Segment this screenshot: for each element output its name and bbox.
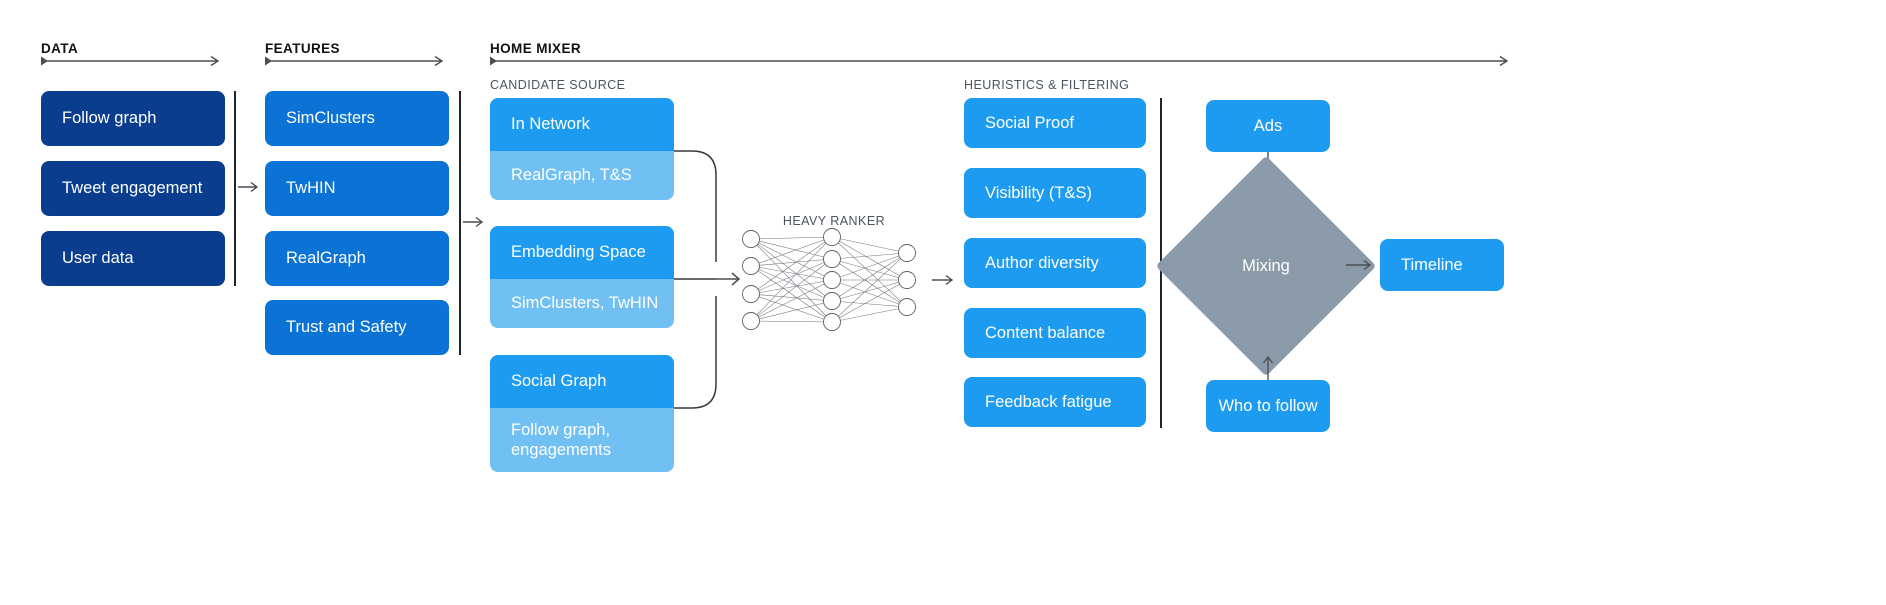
section-label-heavy-ranker: HEAVY RANKER bbox=[782, 214, 886, 228]
mixing-input-who-to-follow[interactable]: Who to follow bbox=[1206, 380, 1330, 432]
stage-rule-data bbox=[41, 54, 225, 68]
stage-rule-home-mixer bbox=[490, 54, 1514, 68]
feature-box-label: TwHIN bbox=[286, 179, 336, 198]
heuristic-box-visibility[interactable]: Visibility (T&S) bbox=[964, 168, 1146, 218]
candidate-source-title: Social Graph bbox=[490, 355, 674, 408]
arrow-ranker-to-heuristics bbox=[932, 273, 958, 287]
ads-label: Ads bbox=[1253, 116, 1283, 135]
who-to-follow-label: Who to follow bbox=[1218, 396, 1318, 415]
data-box-label: Tweet engagement bbox=[62, 179, 203, 198]
output-box-timeline[interactable]: Timeline bbox=[1380, 239, 1504, 291]
arrow-data-to-features bbox=[238, 180, 262, 194]
candidate-source-card-embedding-space[interactable]: Embedding Space SimClusters, TwHIN bbox=[490, 226, 674, 328]
divider-features-mixer bbox=[459, 91, 461, 355]
connector-candidate-sources-to-ranker bbox=[674, 140, 744, 430]
feature-box-twhin[interactable]: TwHIN bbox=[265, 161, 449, 216]
candidate-source-title: Embedding Space bbox=[490, 226, 674, 279]
candidate-source-detail: SimClusters, TwHIN bbox=[490, 279, 674, 328]
section-label-heuristics: HEURISTICS & FILTERING bbox=[964, 78, 1130, 92]
candidate-source-card-social-graph[interactable]: Social Graph Follow graph, engagements bbox=[490, 355, 674, 472]
mixing-node[interactable]: Mixing bbox=[1155, 155, 1377, 377]
data-box-user-data[interactable]: User data bbox=[41, 231, 225, 286]
candidate-source-detail: Follow graph, engagements bbox=[490, 408, 674, 472]
data-box-label: User data bbox=[62, 249, 134, 268]
arrow-mixing-to-timeline bbox=[1346, 258, 1376, 272]
candidate-source-detail: RealGraph, T&S bbox=[490, 151, 674, 200]
heuristic-box-label: Visibility (T&S) bbox=[985, 183, 1092, 202]
heuristic-box-author-diversity[interactable]: Author diversity bbox=[964, 238, 1146, 288]
candidate-source-title: In Network bbox=[490, 98, 674, 151]
heuristic-box-label: Feedback fatigue bbox=[985, 392, 1112, 411]
heuristic-box-feedback-fatigue[interactable]: Feedback fatigue bbox=[964, 377, 1146, 427]
timeline-label: Timeline bbox=[1401, 255, 1463, 274]
feature-box-label: SimClusters bbox=[286, 109, 375, 128]
stage-title-features: FEATURES bbox=[265, 41, 340, 56]
arrow-who-to-follow-to-mixing bbox=[1261, 352, 1275, 382]
data-box-follow-graph[interactable]: Follow graph bbox=[41, 91, 225, 146]
data-box-tweet-engagement[interactable]: Tweet engagement bbox=[41, 161, 225, 216]
heuristic-box-label: Author diversity bbox=[985, 253, 1099, 272]
feature-box-label: RealGraph bbox=[286, 249, 366, 268]
section-label-candidate-source: CANDIDATE SOURCE bbox=[490, 78, 626, 92]
heuristic-box-social-proof[interactable]: Social Proof bbox=[964, 98, 1146, 148]
stage-title-data: DATA bbox=[41, 41, 79, 56]
heuristic-box-content-balance[interactable]: Content balance bbox=[964, 308, 1146, 358]
stage-rule-features bbox=[265, 54, 449, 68]
divider-data-features bbox=[234, 91, 236, 286]
mixing-input-ads[interactable]: Ads bbox=[1206, 100, 1330, 152]
feature-box-label: Trust and Safety bbox=[286, 318, 407, 337]
heavy-ranker-network bbox=[740, 228, 924, 332]
data-box-label: Follow graph bbox=[62, 109, 157, 128]
mixing-label: Mixing bbox=[1242, 256, 1290, 275]
feature-box-simclusters[interactable]: SimClusters bbox=[265, 91, 449, 146]
arrow-features-to-candidate-source bbox=[463, 215, 487, 229]
feature-box-realgraph[interactable]: RealGraph bbox=[265, 231, 449, 286]
feature-box-trust-and-safety[interactable]: Trust and Safety bbox=[265, 300, 449, 355]
stage-title-home-mixer: HOME MIXER bbox=[490, 41, 582, 56]
heuristic-box-label: Social Proof bbox=[985, 113, 1074, 132]
heuristic-box-label: Content balance bbox=[985, 323, 1106, 342]
candidate-source-card-in-network[interactable]: In Network RealGraph, T&S bbox=[490, 98, 674, 200]
